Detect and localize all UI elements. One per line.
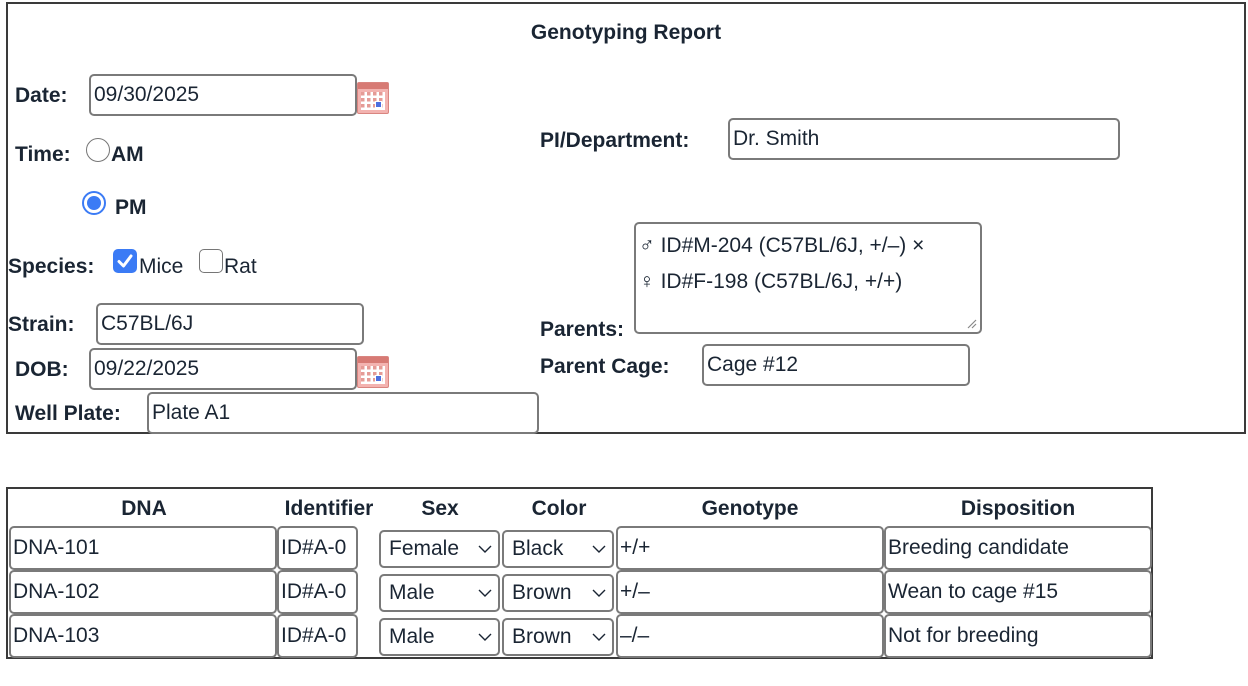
sex-select-value: Male	[389, 625, 435, 648]
identifier-input[interactable]: ID#A-0	[277, 614, 358, 658]
parents-line-male: ♂ ID#M-204 (C57BL/6J, +/–) ×	[639, 234, 925, 257]
parent-cage-label: Parent Cage:	[540, 355, 670, 378]
time-am-label: AM	[111, 143, 144, 166]
genotype-input[interactable]: +/+	[616, 526, 884, 570]
identifier-input[interactable]: ID#A-0	[277, 526, 358, 570]
identifier-input[interactable]: ID#A-0	[277, 570, 358, 614]
chevron-down-icon	[592, 589, 606, 597]
disposition-input[interactable]: Not for breeding	[884, 614, 1152, 658]
dob-label: DOB:	[15, 358, 69, 381]
strain-input[interactable]: C57BL/6J	[96, 303, 364, 345]
column-header-sex: Sex	[421, 497, 459, 520]
column-header-genotype: Genotype	[701, 497, 799, 520]
well-plate-input[interactable]: Plate A1	[147, 392, 539, 434]
chevron-down-icon	[592, 545, 606, 553]
page-title: Genotyping Report	[530, 21, 722, 44]
color-select[interactable]: Black	[502, 530, 614, 568]
column-header-identifier: Identifier	[284, 497, 374, 520]
calendar-icon[interactable]	[357, 82, 389, 114]
color-select-value: Black	[512, 537, 564, 560]
parents-textarea[interactable]: ♂ ID#M-204 (C57BL/6J, +/–) × ♀ ID#F-198 …	[634, 222, 982, 334]
sex-select[interactable]: Female	[379, 530, 500, 568]
species-label: Species:	[8, 255, 95, 278]
time-pm-radio[interactable]	[82, 191, 106, 215]
checkmark-icon	[117, 254, 133, 268]
chevron-down-icon	[478, 545, 492, 553]
dna-input[interactable]: DNA-102	[9, 570, 277, 614]
sex-select-value: Female	[389, 537, 460, 560]
disposition-input[interactable]: Wean to cage #15	[884, 570, 1152, 614]
column-header-disposition: Disposition	[960, 497, 1076, 520]
time-label: Time:	[15, 143, 71, 166]
color-select-value: Brown	[512, 625, 572, 648]
dna-input[interactable]: DNA-101	[9, 526, 277, 570]
color-select[interactable]: Brown	[502, 618, 614, 656]
dna-input[interactable]: DNA-103	[9, 614, 277, 658]
pi-department-input[interactable]: Dr. Smith	[728, 118, 1120, 160]
species-mice-label: Mice	[139, 255, 184, 278]
sex-select-value: Male	[389, 581, 435, 604]
time-pm-label: PM	[115, 196, 147, 219]
parents-label: Parents:	[540, 318, 625, 341]
disposition-input[interactable]: Breeding candidate	[884, 526, 1152, 570]
well-plate-label: Well Plate:	[15, 402, 121, 425]
species-rat-label: Rat	[224, 255, 257, 278]
column-header-dna: DNA	[121, 497, 167, 520]
genotype-table: DNA Identifier Sex Color Genotype Dispos…	[6, 487, 1153, 659]
chevron-down-icon	[478, 633, 492, 641]
species-mice-checkbox[interactable]	[113, 249, 137, 273]
genotype-input[interactable]: +/–	[616, 570, 884, 614]
strain-label: Strain:	[8, 313, 75, 336]
color-select[interactable]: Brown	[502, 574, 614, 612]
pi-department-label: PI/Department:	[540, 129, 690, 152]
chevron-down-icon	[592, 633, 606, 641]
date-input[interactable]: 09/30/2025	[89, 74, 357, 116]
species-rat-checkbox[interactable]	[199, 249, 223, 273]
parents-line-female: ♀ ID#F-198 (C57BL/6J, +/+)	[639, 270, 903, 293]
column-header-color: Color	[531, 497, 587, 520]
parent-cage-input[interactable]: Cage #12	[702, 344, 970, 386]
sex-select[interactable]: Male	[379, 618, 500, 656]
genotype-input[interactable]: –/–	[616, 614, 884, 658]
sex-select[interactable]: Male	[379, 574, 500, 612]
chevron-down-icon	[478, 589, 492, 597]
date-label: Date:	[15, 84, 68, 107]
dob-input[interactable]: 09/22/2025	[89, 348, 357, 390]
time-am-radio[interactable]	[86, 138, 110, 162]
resize-handle-icon[interactable]	[965, 317, 977, 329]
color-select-value: Brown	[512, 581, 572, 604]
report-form: Genotyping Report Date: 09/30/2025 Time:…	[6, 2, 1246, 434]
calendar-icon[interactable]	[357, 356, 389, 388]
